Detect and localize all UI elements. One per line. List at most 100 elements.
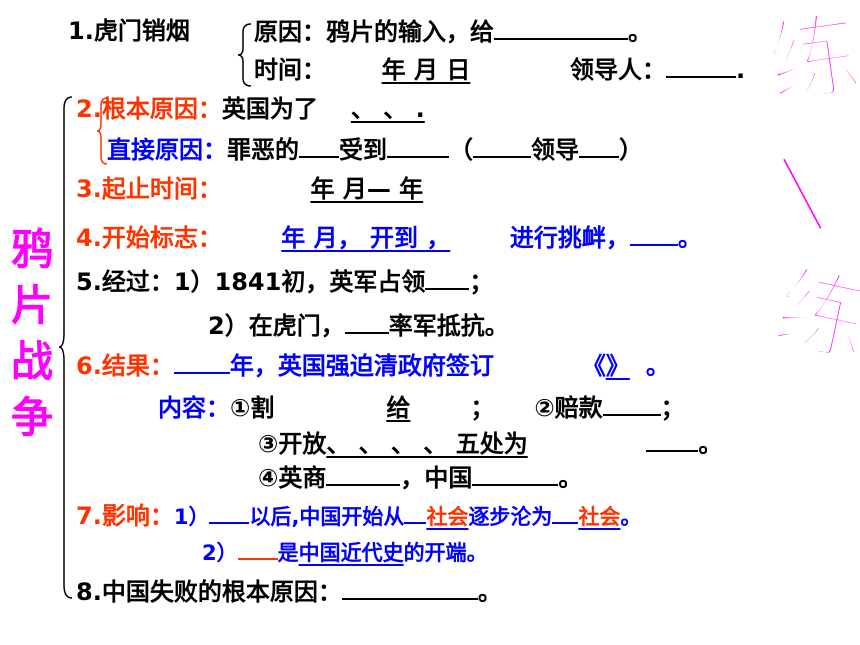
treaty-blank[interactable]: 《》 (506, 351, 646, 381)
lead-text: 领导 (531, 136, 579, 164)
impact-modern-history: 中国近代史 (298, 541, 404, 565)
content-row-3: ④英商，中国。 (258, 462, 582, 493)
period-label: 起止时间： (101, 175, 222, 203)
result-year-blank[interactable] (173, 350, 230, 374)
line-7: 7.影响：1）以后,中国开始从社会逐步沦为社会。 (76, 500, 641, 532)
item-number: 7. (76, 502, 102, 530)
item-number: 1. (68, 17, 94, 45)
line-4: 4.开始标志： 年 月， 开到 ， 进行挑衅， 。 (76, 222, 702, 253)
reason-end: 。 (628, 18, 652, 46)
process-blank-2[interactable] (344, 310, 389, 334)
leader-blank[interactable] (666, 54, 736, 78)
impact-blank-2[interactable] (404, 500, 427, 524)
content-end-2: 。 (698, 430, 723, 458)
ports-blank[interactable]: 、 、 、 、 五处为 (326, 430, 528, 458)
reason-blank[interactable] (494, 16, 628, 40)
time-label: 时间： (254, 56, 326, 84)
indemnity-blank[interactable] (602, 392, 661, 416)
side-title-char: 片 (10, 281, 53, 330)
impact-p1: 1） (173, 505, 210, 529)
impact-end: 。 (620, 505, 642, 529)
impact-p2: 2） (202, 541, 238, 565)
treaty-close: 》 (605, 352, 630, 380)
content-sep-2: ； (660, 394, 685, 422)
impact-blank-3[interactable] (552, 500, 579, 524)
treaty-open: 《 (581, 352, 606, 380)
line-7b: 2）是中国近代史的开端。 (202, 536, 488, 568)
content-row-2: ③开放、 、 、 、 五处为 。 (258, 428, 722, 459)
impact-blank-1[interactable] (209, 500, 250, 524)
root-cause-blank[interactable]: 、 、 . (350, 95, 425, 123)
process-text-2: 2）在虎门， (208, 312, 345, 340)
direct-cause-blank-4[interactable] (579, 134, 619, 158)
result-label: 结果： (101, 352, 174, 380)
root-cause-text: 英国为了 (221, 95, 318, 123)
impact-society-2: 社会 (578, 505, 621, 529)
impact-text-2: 逐步沦为 (468, 505, 553, 529)
content-label: 内容： (158, 394, 230, 422)
time-blank[interactable]: 年 月 日 (381, 56, 471, 84)
item-number: 2. (76, 95, 102, 123)
root-cause-label: 根本原因： (101, 95, 222, 123)
line-5: 5.经过：1）1841初，英军占领； (76, 266, 493, 297)
line-3: 3.起止时间： 年 月— 年 (76, 174, 512, 204)
reason-text: 原因：鸦片的输入，给 (254, 18, 494, 46)
impact-blank-4[interactable] (237, 536, 278, 560)
content-merchants: ④英商 (258, 464, 327, 492)
line-8: 8.中国失败的根本原因：。 (76, 576, 502, 607)
impact-label: 影响： (101, 502, 174, 530)
side-title-opium-war: 鸦 片 战 争 (6, 222, 58, 446)
side-title-char: 争 (10, 393, 53, 442)
direct-cause-label: 直接原因： (107, 136, 227, 164)
cede-to: 给 (386, 394, 411, 422)
impact-society-1: 社会 (426, 505, 469, 529)
ports-type-blank[interactable] (646, 428, 699, 452)
item-number: 4. (76, 224, 102, 252)
direct-cause-blank-2[interactable] (387, 134, 449, 158)
failure-reason-end: 。 (477, 578, 502, 606)
side-title-char: 战 (10, 337, 53, 386)
provoke-text: 进行挑衅， (509, 224, 630, 252)
big-char-yi: 一 (728, 129, 860, 263)
result-end: 。 (645, 352, 670, 380)
content-end-3: 。 (558, 464, 583, 492)
start-sign-label: 开始标志： (101, 224, 222, 252)
content-row-1: 内容：①割给；②赔款； (158, 392, 685, 423)
reason-brace (96, 97, 108, 165)
item-number: 5. (76, 268, 102, 296)
failure-reason-blank[interactable] (341, 576, 478, 600)
impact-text-1: 以后,中国开始从 (249, 505, 405, 529)
direct-cause-blank-1[interactable] (299, 134, 339, 158)
line-6: 6.结果：年，英国强迫清政府签订《》。 (76, 350, 670, 381)
direct-cause-blank-3[interactable] (473, 134, 531, 158)
cede-blank[interactable]: 给 (274, 393, 470, 423)
result-text: 年，英国强迫清政府签订 (229, 352, 494, 380)
period-blank[interactable]: 年 月— 年 (310, 175, 424, 203)
paren-close: ） (619, 136, 643, 164)
direct-cause-text: 罪恶的 (227, 136, 299, 164)
content-sep: ； (470, 394, 495, 422)
process-text-1: 经过：1）1841初，英军占领 (101, 268, 426, 296)
impact-text-4: 的开端。 (403, 541, 488, 565)
merchants-blank[interactable] (326, 462, 401, 486)
start-sign-blank[interactable]: 年 月， 开到 ， (281, 224, 451, 252)
small-brace (237, 23, 252, 87)
process-text-3: 率军抵抗。 (388, 312, 509, 340)
item-number: 3. (76, 175, 102, 203)
line-1-reason: 原因：鸦片的输入，给 。 (254, 16, 652, 47)
process-blank-1[interactable] (425, 266, 470, 290)
item-number: 8. (76, 578, 102, 606)
provoke-blank[interactable] (629, 222, 678, 246)
leader-label: 领导人： (570, 56, 666, 84)
line-2: 2.根本原因：英国为了 、 、 . (76, 94, 458, 124)
start-sign-end: 。 (677, 224, 702, 252)
leader-end: . (736, 56, 746, 84)
china-blank[interactable] (472, 462, 559, 486)
content-cede: ①割 (230, 394, 275, 422)
direct-cause-text-2: 受到 (339, 136, 387, 164)
side-title-char: 鸦 (10, 225, 53, 274)
line-5b: 2）在虎门， 率军抵抗。 (208, 310, 509, 341)
content-open-ports: ③开放 (258, 430, 327, 458)
line-1: 1.虎门销烟 (68, 16, 190, 46)
big-char-lian-2: 练 (764, 252, 860, 379)
